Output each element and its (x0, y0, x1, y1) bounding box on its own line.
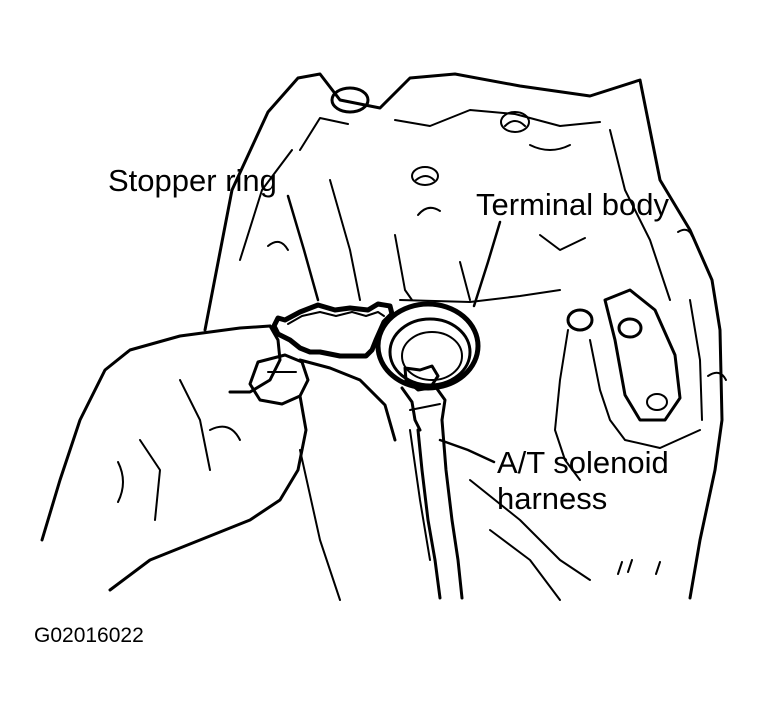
solenoid-harness (400, 384, 464, 600)
terminal-body (375, 301, 481, 392)
harness-leader (438, 438, 496, 464)
stopper-ring (271, 301, 395, 359)
terminal-body-label: Terminal body (476, 187, 669, 222)
harness-label-line1: A/T solenoid (497, 445, 669, 480)
technician-hand (40, 324, 397, 592)
stopper-ring-label: Stopper ring (108, 163, 277, 198)
figure-id: G02016022 (34, 624, 144, 647)
terminal-body-leader (472, 220, 502, 308)
harness-label-line2: harness (497, 481, 608, 516)
transmission-case (203, 72, 727, 601)
stopper-ring-leader (286, 194, 320, 302)
leader-lines (286, 194, 502, 464)
